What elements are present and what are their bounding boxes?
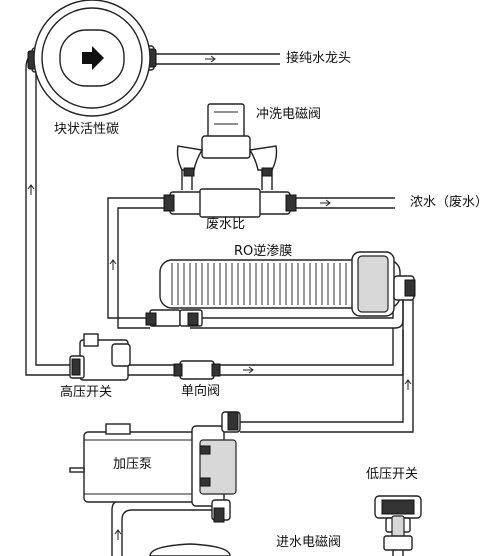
waste-ratio-valve [163, 188, 297, 218]
concentrate-label: 浓水（废水） [410, 195, 489, 210]
check-valve-label: 单向阀 [181, 384, 221, 399]
carbon-filter [27, 0, 157, 117]
ro-membrane [145, 251, 416, 327]
low-pressure-switch-label: 低压开关 [366, 467, 419, 482]
low-pressure-switch [374, 495, 422, 551]
flush-valve-label: 冲洗电磁阀 [256, 107, 322, 122]
booster-pump-label: 加压泵 [113, 457, 153, 472]
flush-solenoid-valve [176, 103, 278, 177]
waste-ratio-label: 废水比 [206, 217, 246, 232]
high-pressure-switch [69, 333, 131, 381]
booster-pump [69, 411, 241, 523]
ro-membrane-stripes [171, 263, 347, 305]
inlet-solenoid-valve [149, 543, 231, 556]
ro-membrane-label: RO逆渗膜 [234, 244, 293, 259]
high-pressure-switch-label: 高压开关 [60, 385, 113, 400]
carbon-filter-label: 块状活性碳 [54, 122, 120, 137]
faucet-label: 接纯水龙头 [286, 51, 352, 66]
inlet-valve-label: 进水电磁阀 [276, 535, 342, 550]
flow-arrows [27, 55, 412, 540]
check-valve [173, 360, 221, 380]
